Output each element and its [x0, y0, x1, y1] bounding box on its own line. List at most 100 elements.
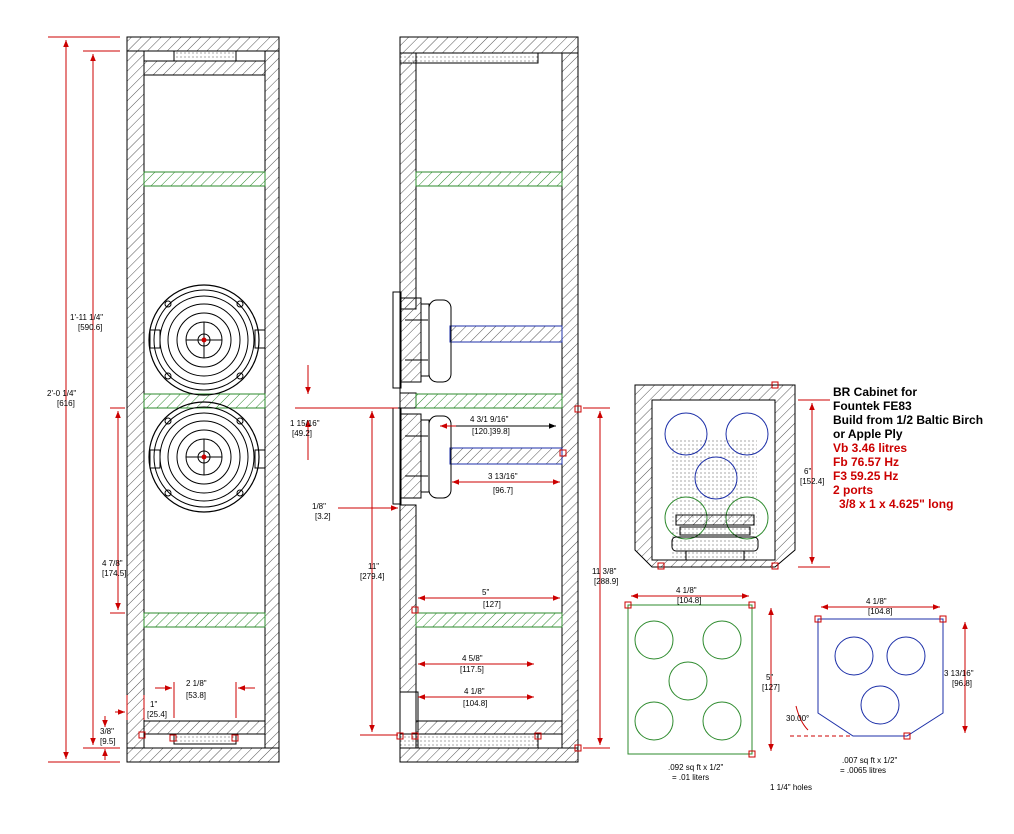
note-spec-fb: Fb 76.57 Hz — [833, 455, 900, 469]
side-dim-bot1-mm: [117.5] — [460, 665, 484, 674]
side-top-port — [399, 52, 539, 64]
side-dim-bot2-ft: 4 1/8" — [464, 687, 485, 696]
front-driver-upper — [148, 284, 266, 396]
side-dim-ply-mm: [3.2] — [315, 512, 331, 521]
front-bottom-panel — [126, 747, 280, 763]
front-dim-lower-mm: [174.5] — [102, 569, 126, 578]
plate-b-dim-height-ft: 3 13/16" — [944, 669, 974, 678]
side-dim-left-ft: 11" — [368, 562, 379, 571]
side-shelf-2 — [415, 393, 563, 409]
front-dim-total-ft: 2'-0 1/4" — [47, 389, 76, 398]
side-front-wall-upper — [399, 52, 417, 310]
side-dim-space-mm: [49.2] — [292, 429, 312, 438]
front-shelf-3 — [143, 612, 266, 628]
side-bottom-brace — [415, 720, 563, 735]
front-dim-ply-ft: 3/8" — [100, 727, 114, 736]
note-spec-vb: Vb 3.46 litres — [833, 441, 908, 455]
front-dim-gap — [115, 695, 145, 720]
top-dim-height — [798, 399, 830, 568]
side-bottom-port — [399, 733, 539, 749]
plate-b-angle-label: 30.00° — [786, 714, 809, 723]
cabinet-notes: BR Cabinet for Fountek FE83 Build from 1… — [833, 385, 983, 511]
top-view-driver — [671, 514, 759, 561]
holes-note: 1 1/4" holes — [770, 783, 812, 792]
plate-b-angle — [790, 705, 853, 737]
top-dim-height-mm: [152.4] — [800, 477, 824, 486]
port-plate-a: 4 1/8" [104.8] 5" [127] .092 sq ft x 1/2… — [624, 586, 780, 782]
plate-a-dim-width-mm: [104.8] — [677, 596, 701, 605]
front-shelf-1 — [143, 171, 266, 187]
plate-a-dim-height-ft: 5" — [766, 673, 773, 682]
side-dim-shelf-mm: [127] — [483, 600, 501, 609]
front-right-wall — [264, 50, 280, 749]
side-brace-upper — [449, 325, 563, 343]
plate-b-volume: = .0065 litres — [840, 766, 886, 775]
side-dim-bot2-mm: [104.8] — [463, 699, 487, 708]
side-brace-lower — [449, 447, 563, 465]
front-dim-inner-mm: [590.6] — [78, 323, 102, 332]
front-corner-markers — [138, 731, 239, 742]
side-dim-ply-ft: 1/8" — [312, 502, 326, 511]
front-driver-lower — [148, 401, 266, 513]
side-driver-upper — [392, 291, 452, 389]
side-dim-depth-mm: [120.]39.8] — [472, 427, 510, 436]
top-view: 6" [152.4] — [634, 381, 830, 570]
side-corner-markers — [396, 405, 582, 752]
front-dim-gap-mm: [25.4] — [147, 710, 167, 719]
side-front-wall-mid — [399, 392, 417, 409]
side-view: 1 15/16" [49.2] 1/8" [3.2] 11" [279.4] 1… — [290, 36, 618, 763]
side-dim-right — [583, 407, 610, 749]
top-dim-height-ft: 6" — [804, 467, 811, 476]
note-title-line-4: or Apple Ply — [833, 427, 903, 441]
front-dim-gap-ft: 1" — [150, 700, 157, 709]
plate-b-area: .007 sq ft x 1/2" — [842, 756, 897, 765]
top-view-port-area — [672, 440, 757, 560]
plate-b-outline — [817, 618, 944, 737]
plate-a-dim-height-mm: [127] — [762, 683, 780, 692]
plate-a-dim-width-ft: 4 1/8" — [676, 586, 697, 595]
front-dim-port-ft: 2 1/8" — [186, 679, 207, 688]
note-spec-f3: F3 59.25 Hz — [833, 469, 899, 483]
front-bottom-brace — [143, 720, 266, 735]
side-dim-brace-ft: 3 13/16" — [488, 472, 518, 481]
front-bottom-port — [173, 733, 237, 745]
side-shelf-1 — [415, 171, 563, 187]
note-title-line-2: Fountek FE83 — [833, 399, 912, 413]
front-dim-inner — [83, 50, 120, 749]
port-plate-b: 4 1/8" [104.8] 3 13/16" [96.8] 30.00° .0… — [786, 597, 974, 775]
plate-a-outline — [627, 604, 753, 755]
front-dim-inner-ft: 1'-11 1/4" — [70, 313, 103, 322]
side-dim-shelf-ft: 5" — [482, 588, 489, 597]
plate-b-dim-width-ft: 4 1/8" — [866, 597, 887, 606]
side-dim-brace-mm: [96.7] — [493, 486, 513, 495]
plate-a-holes — [634, 620, 742, 741]
side-dim-left — [360, 407, 398, 736]
side-dim-bot1-ft: 4 5/8" — [462, 654, 483, 663]
front-left-wall — [126, 50, 145, 749]
plate-b-dim-height-mm: [96.8] — [952, 679, 972, 688]
front-dim-lower-ft: 4 7/8" — [102, 559, 123, 568]
side-dim-space — [295, 365, 380, 460]
front-dim-total — [48, 36, 120, 763]
side-bottom-panel — [399, 747, 579, 763]
note-spec-ports: 2 ports — [833, 483, 874, 497]
front-dim-ply-mm: [9.5] — [100, 737, 116, 746]
note-title-line-1: BR Cabinet for — [833, 385, 917, 399]
plate-b-dim-width-mm: [104.8] — [868, 607, 892, 616]
front-shelf-2 — [143, 393, 266, 409]
side-dim-left-mm: [279.4] — [360, 572, 384, 581]
side-top-panel — [399, 36, 579, 54]
plate-b-holes — [834, 636, 926, 725]
front-top-port — [173, 50, 237, 62]
side-dim-right-mm: [288.9] — [594, 577, 618, 586]
front-dim-port-mm: [53.8] — [186, 691, 206, 700]
plate-a-volume: = .01 liters — [672, 773, 709, 782]
side-front-wall-lower — [399, 504, 417, 693]
side-driver-lower — [392, 407, 452, 505]
front-dim-port — [155, 682, 255, 718]
front-dim-total-mm: [616] — [57, 399, 75, 408]
front-top-panel — [126, 36, 280, 52]
note-title-line-3: Build from 1/2 Baltic Birch — [833, 413, 984, 427]
front-view: 2'-0 1/4" [616] 1'-11 1/4" [590.6] 4 7/8… — [47, 36, 280, 763]
side-dim-space-ft: 1 15/16" — [290, 419, 320, 428]
